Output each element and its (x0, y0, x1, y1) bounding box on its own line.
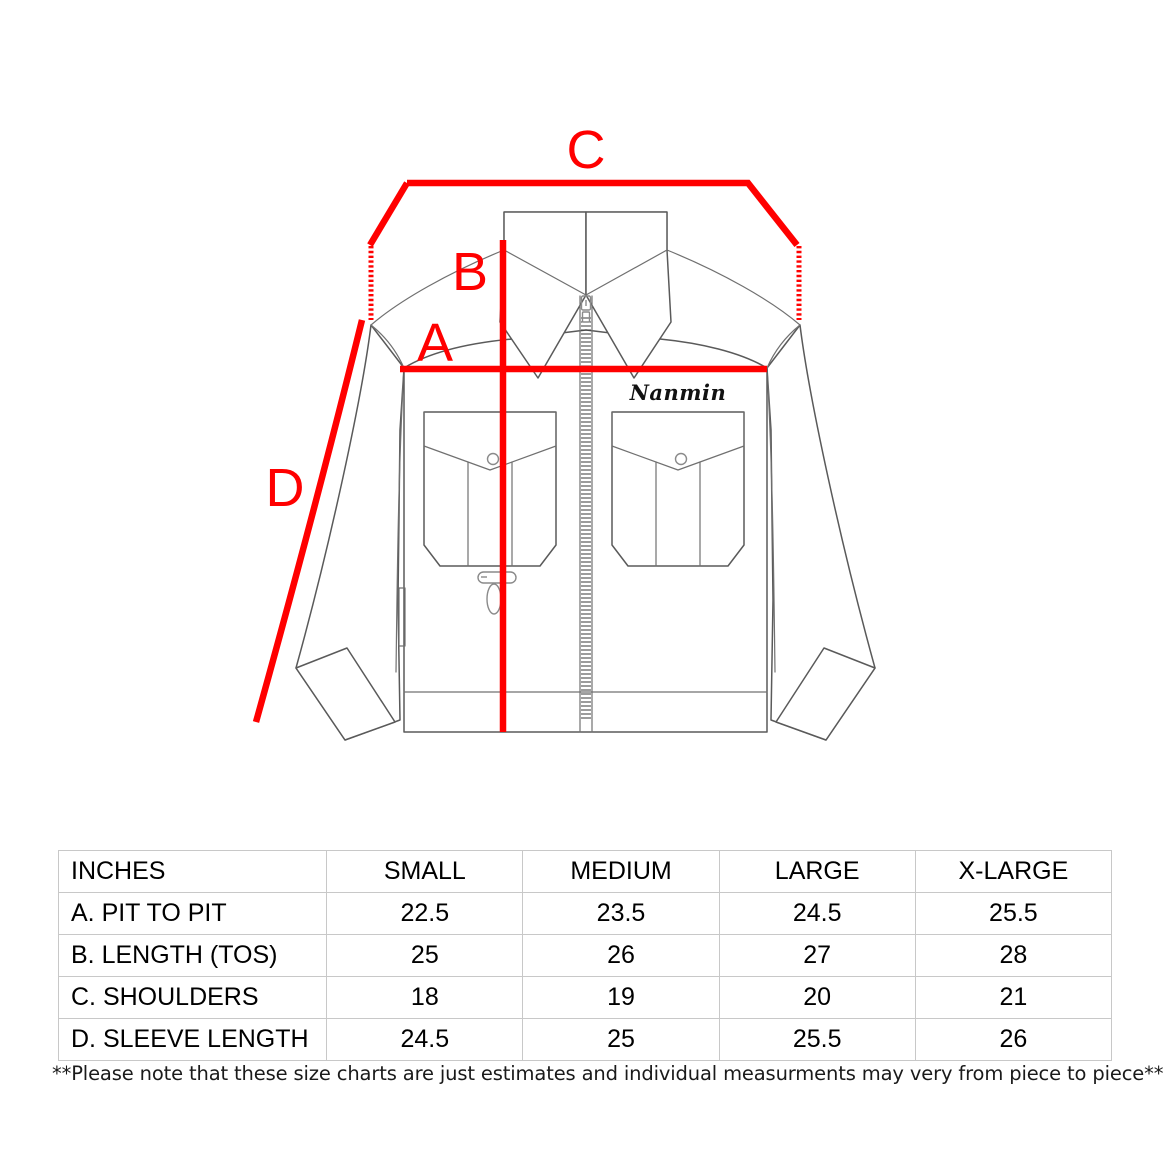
garment-illustration: Nanmin C B A (252, 120, 876, 741)
table-header-row: INCHES SMALL MEDIUM LARGE X-LARGE (57, 850, 1113, 893)
marker-d-line (252, 319, 366, 723)
collar-right-fold (585, 249, 668, 296)
cell-sleeve-length-xlarge: 26 (914, 1018, 1113, 1061)
jacket-drawing: Nanmin (295, 211, 876, 741)
collar-left-fold (503, 249, 587, 296)
marker-a-pit-to-pit: A (400, 313, 767, 373)
cell-pit-to-pit-medium: 23.5 (522, 892, 720, 935)
left-pocket-button (486, 452, 500, 466)
column-header-small: SMALL (326, 850, 524, 893)
column-header-measure: INCHES (57, 850, 328, 893)
cell-sleeve-length-small: 24.5 (326, 1018, 524, 1061)
marker-c-shoulders: C (367, 120, 802, 320)
row-label-shoulders: C. SHOULDERS (57, 976, 328, 1019)
column-header-xlarge: X-LARGE (914, 850, 1113, 893)
column-header-large: LARGE (718, 850, 916, 893)
table-row: C. SHOULDERS 18 19 20 21 (57, 976, 1113, 1019)
size-chart-disclaimer: **Please note that these size charts are… (52, 1062, 1164, 1085)
cell-shoulders-medium: 19 (522, 976, 720, 1019)
left-armhole (370, 324, 405, 369)
left-cuff (295, 647, 396, 741)
cell-length-medium: 26 (522, 934, 720, 977)
table-row: D. SLEEVE LENGTH 24.5 25 25.5 26 (57, 1018, 1113, 1061)
left-side-welt-pocket (398, 587, 406, 647)
cell-shoulders-small: 18 (326, 976, 524, 1019)
left-shoulder-seam (370, 249, 505, 326)
cell-shoulders-large: 20 (718, 976, 916, 1019)
row-label-pit-to-pit: A. PIT TO PIT (57, 892, 328, 935)
cell-length-xlarge: 28 (914, 934, 1113, 977)
marker-c-label: C (567, 120, 606, 180)
cell-pit-to-pit-large: 24.5 (718, 892, 916, 935)
right-chest-pocket (611, 411, 745, 567)
right-pocket-button (674, 452, 688, 466)
right-armhole (766, 324, 801, 369)
row-label-sleeve-length: D. SLEEVE LENGTH (57, 1018, 328, 1061)
marker-b-label: B (452, 242, 488, 302)
size-table: INCHES SMALL MEDIUM LARGE X-LARGE A. PIT… (57, 850, 1113, 1061)
right-cuff (775, 647, 876, 741)
right-shoulder-seam (666, 249, 801, 326)
left-chest-pocket (423, 411, 557, 567)
cell-length-large: 27 (718, 934, 916, 977)
table-row: A. PIT TO PIT 22.5 23.5 24.5 25.5 (57, 892, 1113, 935)
brand-logo: Nanmin (629, 380, 727, 405)
marker-a-label: A (417, 313, 453, 373)
marker-d-label: D (266, 458, 305, 518)
cell-pit-to-pit-xlarge: 25.5 (914, 892, 1113, 935)
zipper-pull-icon (580, 295, 592, 323)
right-sleeve-seam (766, 367, 776, 673)
marker-d-sleeve-length: D (252, 319, 366, 723)
zipper-teeth (581, 317, 591, 719)
cell-sleeve-length-large: 25.5 (718, 1018, 916, 1061)
size-table-container: INCHES SMALL MEDIUM LARGE X-LARGE A. PIT… (57, 850, 1113, 1061)
cell-shoulders-xlarge: 21 (914, 976, 1113, 1019)
marker-b-length: B (452, 240, 507, 732)
marker-c-line-left (367, 181, 410, 247)
cell-length-small: 25 (326, 934, 524, 977)
row-label-length: B. LENGTH (TOS) (57, 934, 328, 977)
table-row: B. LENGTH (TOS) 25 26 27 28 (57, 934, 1113, 977)
cell-sleeve-length-medium: 25 (522, 1018, 720, 1061)
marker-c-line (407, 179, 800, 248)
left-sleeve-seam (395, 367, 405, 673)
column-header-medium: MEDIUM (522, 850, 720, 893)
cell-pit-to-pit-small: 22.5 (326, 892, 524, 935)
